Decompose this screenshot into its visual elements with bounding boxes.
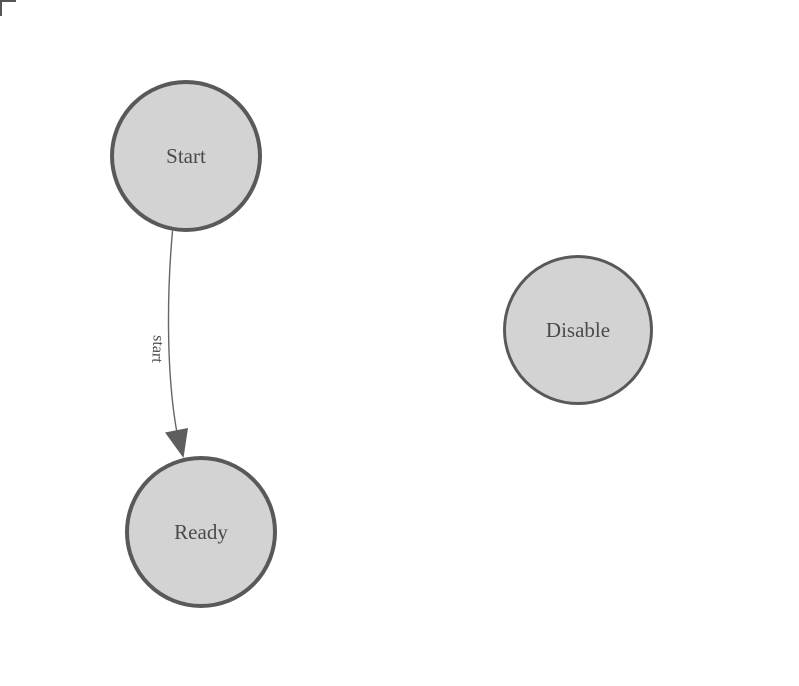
state-node-disable[interactable]: Disable — [503, 255, 653, 405]
state-node-label: Ready — [174, 519, 228, 544]
state-node-start[interactable]: Start — [110, 80, 262, 232]
arrowhead-icon — [165, 428, 188, 458]
transition-label[interactable]: start — [148, 334, 167, 364]
state-node-label: Disable — [545, 317, 611, 342]
transition-edge-start-to-ready[interactable] — [167, 230, 178, 434]
canvas-corner-mark-icon — [0, 0, 16, 16]
state-node-ready[interactable]: Ready — [125, 456, 277, 608]
state-node-label: Start — [166, 143, 206, 168]
